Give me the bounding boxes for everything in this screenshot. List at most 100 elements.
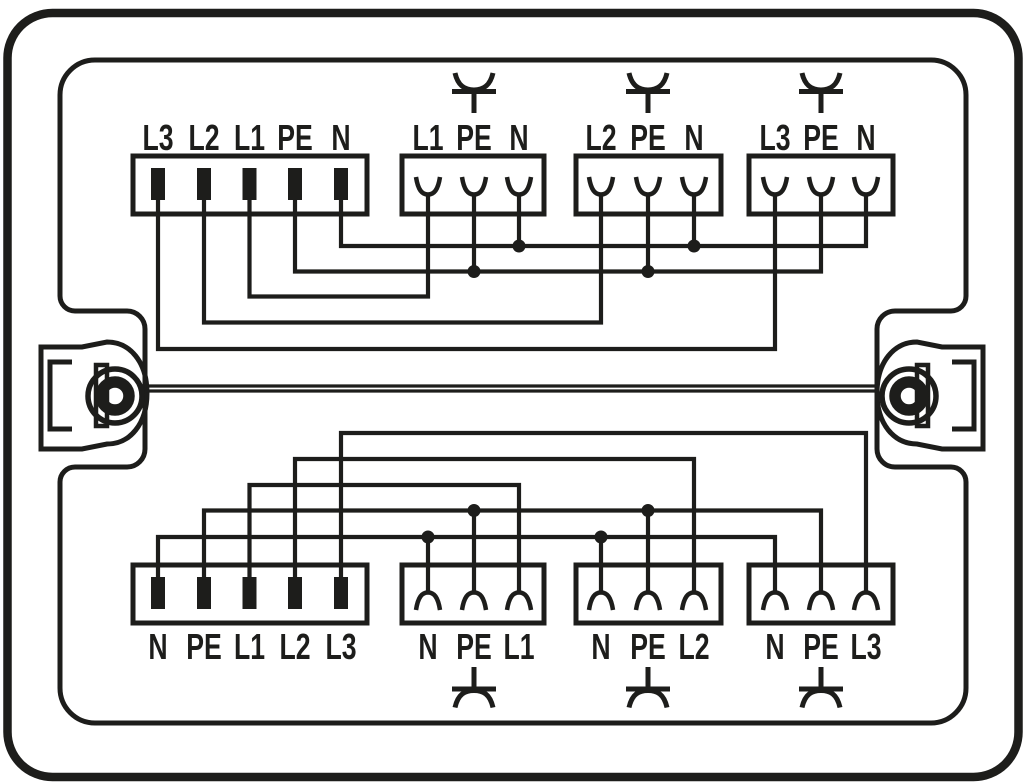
terminal-label: L2 [279,626,310,667]
terminal-label: N [765,626,784,667]
terminal-label: L2 [585,117,616,158]
outer-enclosure-border [3,8,1023,782]
bottom-supply-pins [151,577,348,609]
terminal-label: PE [456,626,492,667]
spring-clamp-contact [760,176,790,197]
load-branch-icon [452,667,496,709]
screw-eyelet-icon [879,366,939,426]
terminal-label: PE [630,117,666,158]
screw-eyelet-icon [85,366,145,426]
load-branch-icon [626,72,670,113]
junction-dots [421,239,701,544]
spring-clamp-contact [586,176,616,197]
terminal-label: PE [630,626,666,667]
terminal-pin [197,168,211,200]
lug-bracket [952,359,977,432]
mounting-lug-left [38,339,150,452]
terminal-label: L2 [678,626,709,667]
terminal-label: N [856,117,875,158]
terminal-label: N [509,117,528,158]
junction-dot [641,504,655,517]
terminal-label: PE [803,626,839,667]
terminal-pin [288,577,302,609]
separator-seam [146,384,878,393]
terminal-label: N [331,117,350,158]
junction-dot [687,239,701,253]
terminal-pin [334,577,348,609]
wire-bottom-pe [201,508,824,592]
spring-clamp-contact [413,590,443,611]
terminal-label: L1 [503,626,534,667]
terminal-label: L2 [188,117,219,158]
wire-top-l2 [201,194,604,325]
wire-bottom-l2 [292,456,697,592]
load-branch-icon [452,72,496,113]
spring-clamp-contact [459,176,489,197]
inner-enclosure-border [57,57,969,726]
terminal-label: N [148,626,167,667]
terminal-label: L1 [234,117,265,158]
spring-clamp-contact [586,590,616,611]
terminal-label: N [591,626,610,667]
wire-top-pe [292,194,824,274]
spring-clamp-contact [633,590,663,611]
top-terminal-labels: L3 L2 L1 PE N L1 PE N L2 PE N L3 PE N [142,117,875,158]
load-branch-icon [799,667,843,709]
lug-bracket [47,359,72,432]
spring-clamp-contact [760,590,790,611]
terminal-label: L3 [850,626,881,667]
junction-dot [512,239,526,253]
top-supply-pins [151,168,348,200]
terminal-pin [151,577,165,609]
spring-clamp-contact [413,176,443,197]
terminal-label: L1 [412,117,443,158]
terminal-label: PE [277,117,313,158]
junction-dot [467,265,481,278]
terminal-label: L3 [325,626,356,667]
terminal-pin [242,577,257,609]
wiring-bottom-half [155,430,869,592]
load-branch-icon [626,667,670,709]
spring-clamp-contact [504,176,534,197]
terminal-label: PE [456,117,492,158]
terminal-pin [151,168,165,200]
top-clamp-contacts [413,176,881,197]
terminal-label: PE [803,117,839,158]
terminal-label: PE [186,626,222,667]
spring-clamp-contact [633,176,663,197]
terminal-pin [197,577,211,609]
screw-eyelet-ring [889,376,929,416]
junction-dot [594,530,608,544]
spring-clamp-contact [851,590,881,611]
terminal-pin [288,168,302,200]
terminal-label: N [684,117,703,158]
lug-body [874,339,986,452]
load-branch-symbols-bottom [452,667,843,709]
spring-clamp-contact [459,590,489,611]
terminal-label: N [418,626,437,667]
terminal-pin [242,168,257,200]
spring-clamp-contact [851,176,881,197]
wire-bottom-l3 [338,430,869,592]
terminal-label: L1 [234,626,265,667]
load-branch-symbols-top [452,72,843,113]
spring-clamp-contact [679,590,709,611]
lug-body [38,339,150,452]
screw-eyelet-ring [95,376,135,416]
junction-dot [641,265,655,278]
spring-clamp-contact [806,590,836,611]
load-branch-icon [799,72,843,113]
spring-clamp-contact [679,176,709,197]
junction-dot [467,504,481,517]
mounting-lug-right [874,339,986,452]
spring-clamp-contact [504,590,534,611]
spring-clamp-contact [806,176,836,197]
terminal-pin [334,168,348,200]
bottom-clamp-contacts [413,590,881,611]
terminal-label: L3 [142,117,173,158]
wire-bottom-n [155,534,778,592]
terminal-label: L3 [759,117,790,158]
bottom-terminal-labels: N PE L1 L2 L3 N PE L1 N PE L2 N PE L3 [148,626,881,667]
wiring-top-half [155,194,869,352]
